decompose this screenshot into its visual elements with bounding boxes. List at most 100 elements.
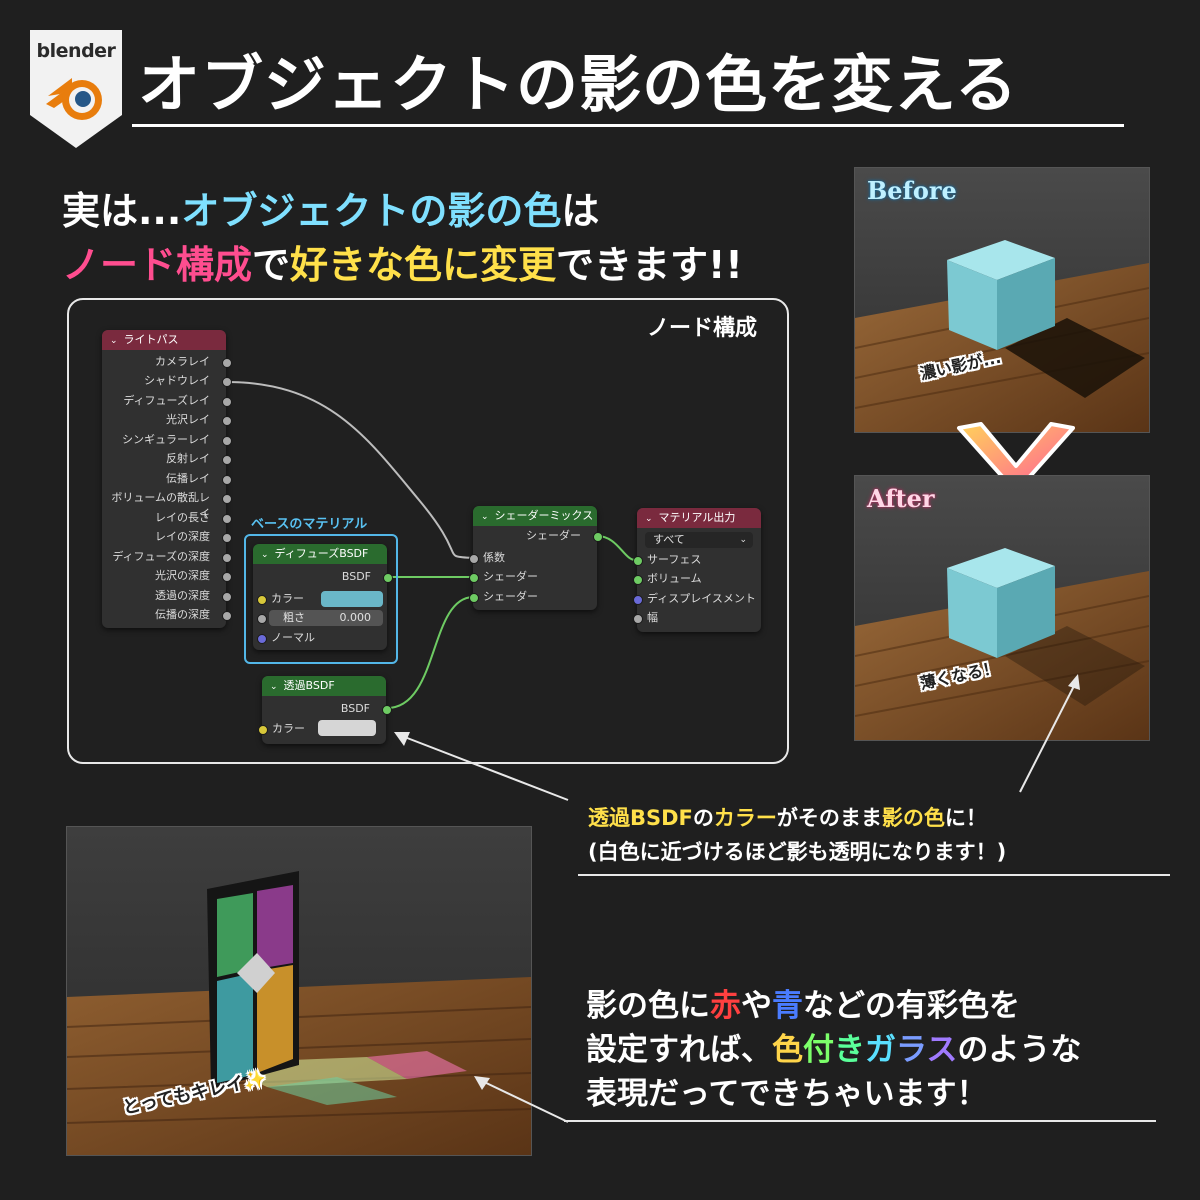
socket-label: 係数 <box>483 551 505 564</box>
intro-highlight: 好きな色に変更 <box>290 243 557 287</box>
socket-label: ボリュームの散乱レイ <box>111 491 210 520</box>
output-socket[interactable] <box>222 455 232 465</box>
callout-highlight: 付 <box>803 1032 834 1068</box>
socket-label: 透過の深度 <box>155 589 210 602</box>
chevron-down-icon[interactable]: ⌄ <box>270 682 278 692</box>
output-socket[interactable] <box>222 533 232 543</box>
logo-text: blender <box>36 40 116 62</box>
stained-glass-scene <box>67 827 531 1155</box>
socket-label: カラー <box>271 592 304 605</box>
intro-text: は <box>561 189 600 233</box>
socket-label: ボリューム <box>647 572 702 585</box>
target-select[interactable]: すべて ⌄ <box>645 532 753 548</box>
socket-label: ディフューズレイ <box>123 394 210 407</box>
node-material-output[interactable]: ⌄マテリアル出力 すべて ⌄ サーフェス ボリューム ディスプレイスメント 幅 <box>633 508 761 632</box>
output-socket[interactable] <box>222 611 232 621</box>
output-socket[interactable] <box>222 592 232 602</box>
node-header[interactable]: ⌄透過BSDF <box>262 676 386 696</box>
input-socket[interactable] <box>257 634 267 644</box>
socket-label: カラー <box>272 722 305 735</box>
socket-label: BSDF <box>340 702 370 715</box>
node-transparent-bsdf[interactable]: ⌄透過BSDF BSDF カラー <box>258 676 392 744</box>
link-shadow-to-factor <box>226 381 474 559</box>
callout-text: の <box>692 806 714 830</box>
color-swatch[interactable] <box>321 591 383 607</box>
node-header[interactable]: ⌄ライトパス <box>102 330 226 350</box>
input-socket[interactable] <box>633 556 643 566</box>
input-socket[interactable] <box>469 593 479 603</box>
node-header[interactable]: ⌄シェーダーミックス <box>473 506 597 526</box>
intro-text: できます!! <box>556 243 743 287</box>
chevron-down-icon[interactable]: ⌄ <box>645 514 653 524</box>
callout-highlight: ス <box>926 1032 958 1068</box>
socket-label: 幅 <box>647 611 658 624</box>
callout-highlight: 青 <box>772 988 803 1024</box>
socket-label: 伝播の深度 <box>155 608 210 621</box>
output-socket[interactable] <box>222 494 232 504</box>
output-socket[interactable] <box>222 436 232 446</box>
input-socket[interactable] <box>633 575 643 585</box>
blender-logo-icon <box>46 78 102 120</box>
node-editor-panel: ノード構成 ⌄ライトパス カメラレイ シャドウレイ ディフューズレイ 光沢レイ … <box>67 298 789 764</box>
chevron-down-icon: ⌄ <box>739 535 747 545</box>
node-mix-shader[interactable]: ⌄シェーダーミックス シェーダー 係数 シェーダー シェーダー <box>469 506 603 610</box>
chevron-down-icon[interactable]: ⌄ <box>481 512 489 522</box>
callout-note: (白色に近づけるほど影も透明になります！) <box>588 840 1007 864</box>
callout-colored-glass: 影の色に赤や青などの有彩色を 設定すれば、色付きガラスのような 表現だってできち… <box>586 984 1081 1116</box>
socket-label: カメラレイ <box>155 355 210 368</box>
node-light-path[interactable]: ⌄ライトパス カメラレイ シャドウレイ ディフューズレイ 光沢レイ シンギュラー… <box>102 330 232 628</box>
node-diffuse-bsdf[interactable]: ⌄ディフューズBSDF BSDF カラー 粗さ 0.000 ノーマル <box>253 544 393 650</box>
callout-highlight: 影の色 <box>881 806 945 830</box>
node-header[interactable]: ⌄ディフューズBSDF <box>253 544 387 564</box>
output-socket[interactable] <box>383 573 393 583</box>
socket-label: レイの長さ <box>155 511 210 524</box>
socket-label: ディスプレイスメント <box>647 592 756 605</box>
intro-text: 実は... <box>62 189 182 233</box>
output-socket[interactable] <box>222 553 232 563</box>
output-socket[interactable] <box>382 705 392 715</box>
input-socket[interactable] <box>469 554 479 564</box>
output-socket[interactable] <box>222 572 232 582</box>
field-label: 粗さ <box>283 611 305 624</box>
after-scene <box>855 476 1149 740</box>
socket-label: レイの深度 <box>155 530 210 543</box>
socket-label: BSDF <box>341 570 371 583</box>
callout-transparent-color: 透過BSDFのカラーがそのまま影の色に！ (白色に近づけるほど影も透明になります… <box>588 802 1006 866</box>
input-socket[interactable] <box>469 573 479 583</box>
callout-rule <box>578 874 1170 876</box>
output-socket[interactable] <box>593 532 603 542</box>
node-header[interactable]: ⌄マテリアル出力 <box>637 508 761 528</box>
output-socket[interactable] <box>222 514 232 524</box>
panel-title: ノード構成 <box>646 316 757 341</box>
page-title: オブジェクトの影の色を変える <box>138 48 1019 121</box>
callout-highlight: 色 <box>772 1032 803 1068</box>
intro-highlight: オブジェクトの影の色 <box>181 189 562 233</box>
socket-label: シャドウレイ <box>144 374 210 387</box>
socket-label: シンギュラーレイ <box>122 433 210 446</box>
chevron-down-icon[interactable]: ⌄ <box>110 336 118 346</box>
output-socket[interactable] <box>222 475 232 485</box>
callout-line: 表現だってできちゃいます！ <box>586 1076 988 1112</box>
roughness-field[interactable]: 粗さ 0.000 <box>269 610 383 626</box>
output-socket[interactable] <box>222 358 232 368</box>
chevron-down-icon[interactable]: ⌄ <box>261 550 269 560</box>
selection-frame <box>244 534 398 664</box>
render-stained-glass: とってもキレイ✨ <box>66 826 532 1156</box>
output-socket[interactable] <box>222 397 232 407</box>
socket-label: 光沢レイ <box>166 413 210 426</box>
input-socket[interactable] <box>257 614 267 624</box>
color-swatch[interactable] <box>318 720 376 736</box>
output-socket[interactable] <box>222 416 232 426</box>
callout-arrows <box>394 674 1080 801</box>
output-socket[interactable] <box>222 377 232 387</box>
before-scene <box>855 168 1149 432</box>
input-socket[interactable] <box>258 725 268 735</box>
callout-highlight: 透過BSDF <box>588 806 693 830</box>
socket-label: 伝播レイ <box>166 472 210 485</box>
input-socket[interactable] <box>633 595 643 605</box>
callout-line: 設定すれば、色付きガラスのような <box>586 1028 1081 1072</box>
input-socket[interactable] <box>633 614 643 624</box>
callout-rule <box>564 1120 1156 1122</box>
input-socket[interactable] <box>257 595 267 605</box>
base-material-label: ベースのマテリアル <box>251 517 368 532</box>
